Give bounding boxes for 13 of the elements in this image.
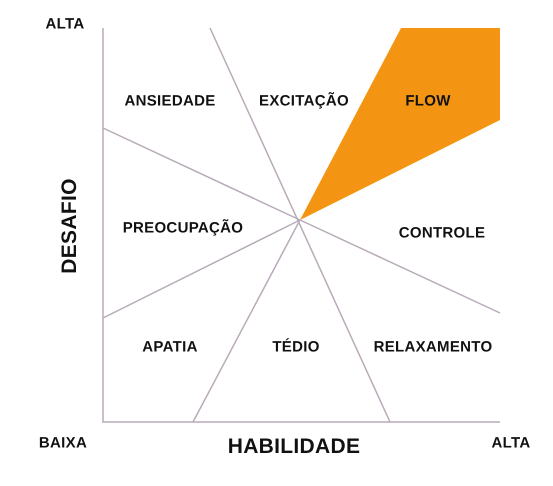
region-label: CONTROLE <box>398 224 486 242</box>
axis-end-label: ALTA <box>492 434 530 452</box>
region-label: FLOW <box>405 92 451 110</box>
region-label: TÉDIO <box>272 338 320 356</box>
axis-title: DESAFIO <box>58 178 82 274</box>
region-label: RELAXAMENTO <box>374 338 492 356</box>
region-label: PREOCUPAÇÃO <box>122 220 244 236</box>
axis-end-label: BAIXA <box>38 434 88 452</box>
axis-end-label: ALTA <box>46 16 84 32</box>
axis-title: HABILIDADE <box>228 435 360 459</box>
region-label: APATIA <box>142 338 198 356</box>
region-label: ANSIEDADE <box>124 92 216 110</box>
region-label: EXCITAÇÃO <box>259 92 349 110</box>
